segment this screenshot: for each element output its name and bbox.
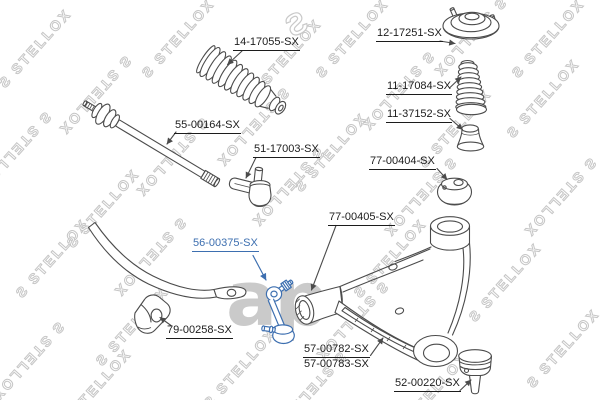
bump-stop-drawing xyxy=(456,124,485,152)
ball-joint-drawing xyxy=(458,349,493,395)
stabilizer-bar-drawing xyxy=(87,221,247,300)
part-label-control-arm[interactable]: 57-00782-SX xyxy=(303,343,370,358)
tie-rod-end-drawing xyxy=(228,166,272,208)
inner-tie-rod-drawing xyxy=(82,100,221,188)
part-label-steering-rack-boot[interactable]: 14-17055-SX xyxy=(233,36,300,51)
part-label-ball-joint[interactable]: 52-00220-SX xyxy=(394,377,461,392)
part-label-inner-tie-rod[interactable]: 55-00164-SX xyxy=(174,119,241,134)
control-arm-rear-bushing-drawing xyxy=(436,177,473,206)
part-label-control-arm-alt[interactable]: 57-00783-SX xyxy=(304,358,369,370)
part-label-stabilizer-bushing[interactable]: 79-00258-SX xyxy=(166,324,233,339)
part-label-bump-stop[interactable]: 11-37152-SX xyxy=(386,108,453,123)
leader-lines xyxy=(159,39,472,392)
stabilizer-link-drawing[interactable] xyxy=(252,254,295,345)
control-arm-drawing xyxy=(294,216,471,368)
steering-rack-boot-drawing xyxy=(196,45,287,115)
strut-mount-drawing xyxy=(442,7,500,40)
part-label-front-bushing[interactable]: 77-00405-SX xyxy=(328,211,395,226)
part-label-tie-rod-end[interactable]: 51-17003-SX xyxy=(253,143,320,158)
part-label-stabilizer-link[interactable]: 56-00375-SX xyxy=(192,237,259,252)
stabilizer-bushing-drawing xyxy=(134,294,171,334)
part-label-shock-dust-boot[interactable]: 11-17084-SX xyxy=(386,80,453,95)
part-label-strut-mount[interactable]: 12-17251-SX xyxy=(376,27,443,42)
part-label-rear-bushing[interactable]: 77-00404-SX xyxy=(369,155,436,170)
shock-dust-boot-drawing xyxy=(455,59,488,116)
